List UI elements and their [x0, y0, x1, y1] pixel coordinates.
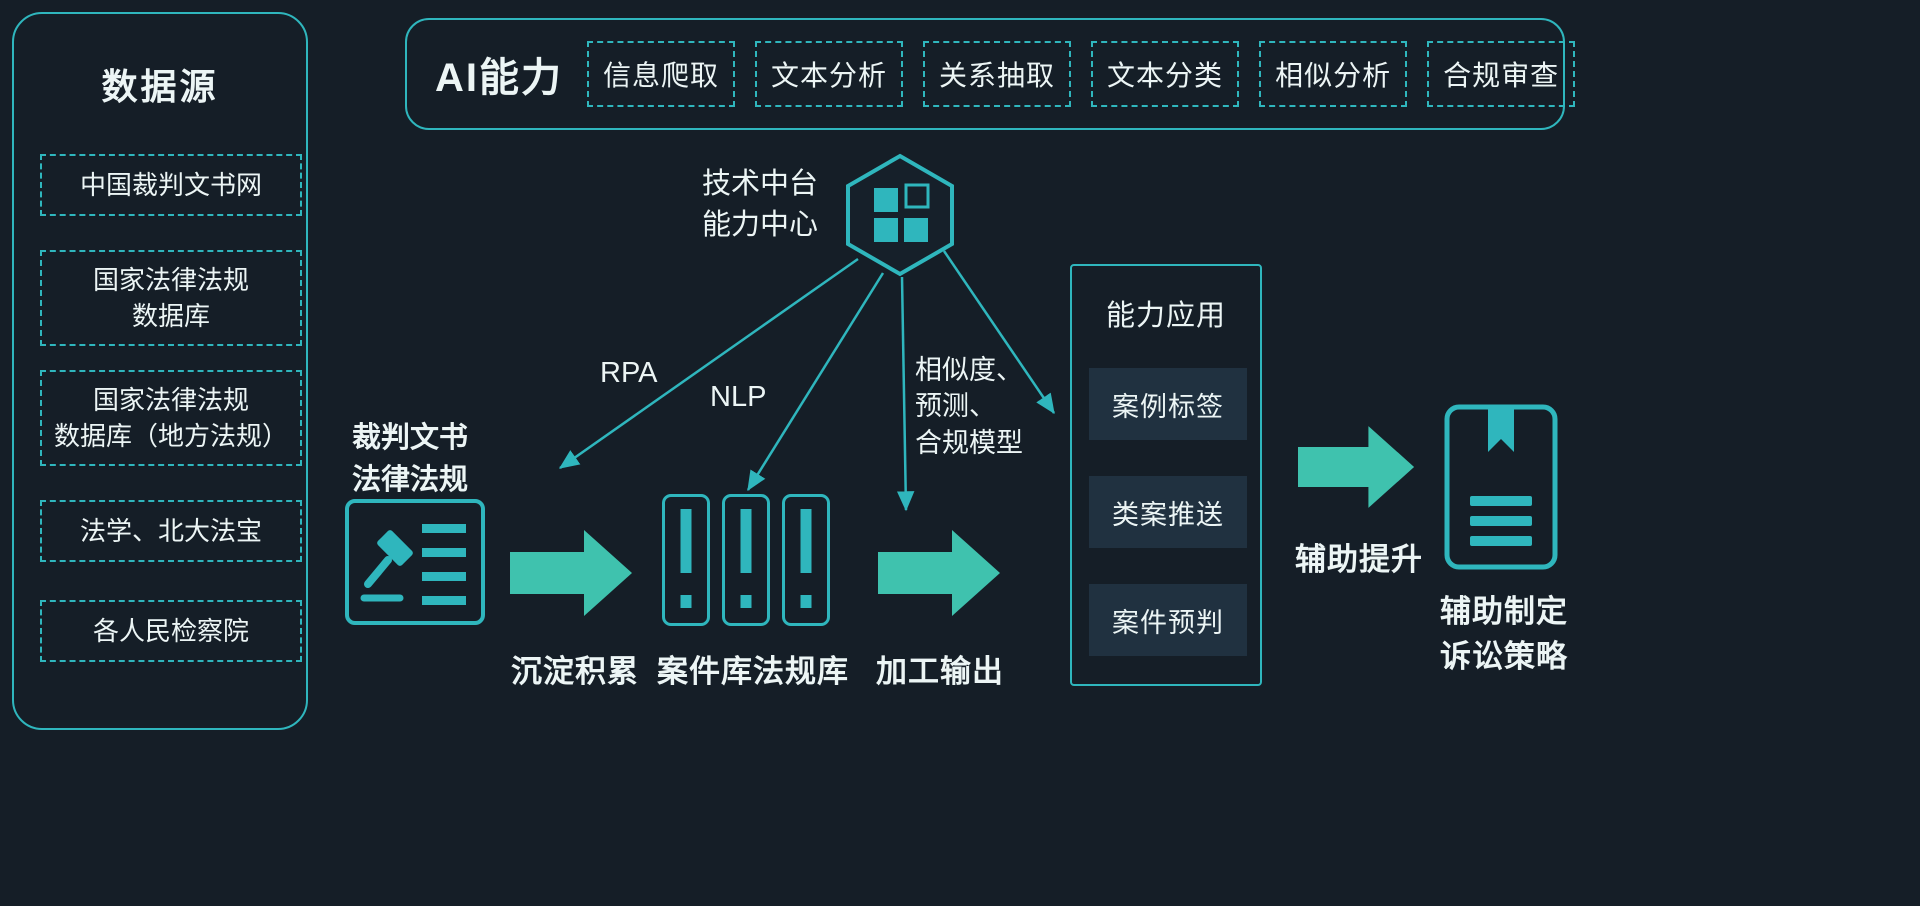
data-source-item: 国家法律法规 数据库（地方法规） [40, 370, 302, 466]
library-book-icon [662, 494, 710, 626]
result-label: 辅助制定 诉讼策略 [1440, 594, 1568, 674]
data-sources-title: 数据源 [101, 66, 219, 107]
data-sources-panel: 数据源 中国裁判文书网 国家法律法规 数据库 国家法律法规 数据库（地方法规） … [12, 12, 308, 730]
library-book-icon [782, 494, 830, 626]
ability-application-panel: 能力应用 案例标签 类案推送 案件预判 [1070, 264, 1262, 686]
connector-rpa-line [558, 257, 859, 470]
nlp-label: NLP [710, 381, 767, 413]
step3-caption: 加工输出 [876, 654, 1004, 689]
hexagon-grid-icon [846, 153, 954, 277]
ai-capability-chip: 文本分析 [755, 41, 904, 107]
bookmark-document-icon [1444, 404, 1558, 570]
ai-capability-chip: 合规审查 [1427, 41, 1576, 107]
ability-application-title: 能力应用 [1105, 300, 1226, 332]
data-source-item: 中国裁判文书网 [40, 154, 302, 216]
data-source-item: 各人民检察院 [40, 600, 302, 662]
data-source-item: 国家法律法规 数据库 [40, 250, 302, 346]
case-library-icon [662, 494, 830, 626]
step1-caption: 沉淀积累 [511, 654, 639, 689]
step2-caption: 案件库法规库 [657, 654, 849, 689]
model-label: 相似度、 预测、 合规模型 [915, 355, 1023, 458]
flow-arrow-icon [510, 530, 632, 616]
flow-arrow-icon [1298, 426, 1415, 508]
flow-arrow-icon [878, 530, 1000, 616]
connector-model-line [896, 276, 915, 512]
ai-capability-chip: 相似分析 [1259, 41, 1408, 107]
library-book-icon [722, 494, 770, 626]
ai-capability-chip: 信息爬取 [587, 41, 736, 107]
rpa-label: RPA [600, 357, 658, 389]
source-doc-label: 裁判文书 法律法规 [352, 422, 469, 497]
ability-item: 案件预判 [1089, 584, 1247, 656]
ai-capability-chip: 文本分类 [1091, 41, 1240, 107]
connector-app-line [942, 250, 1056, 415]
tech-hub-label: 技术中台 能力中心 [701, 168, 818, 241]
ability-item: 类案推送 [1089, 476, 1247, 548]
ai-capability-chip: 关系抽取 [923, 41, 1072, 107]
data-source-item: 法学、北大法宝 [40, 500, 302, 562]
gavel-document-icon [345, 499, 485, 625]
step4-caption: 辅助提升 [1295, 542, 1423, 577]
ai-capabilities-bar: AI能力 信息爬取 文本分析 关系抽取 文本分类 相似分析 合规审查 [405, 18, 1576, 130]
connector-nlp-line [746, 272, 885, 492]
ai-capabilities-title: AI能力 [435, 56, 563, 100]
ability-item: 案例标签 [1089, 368, 1247, 440]
